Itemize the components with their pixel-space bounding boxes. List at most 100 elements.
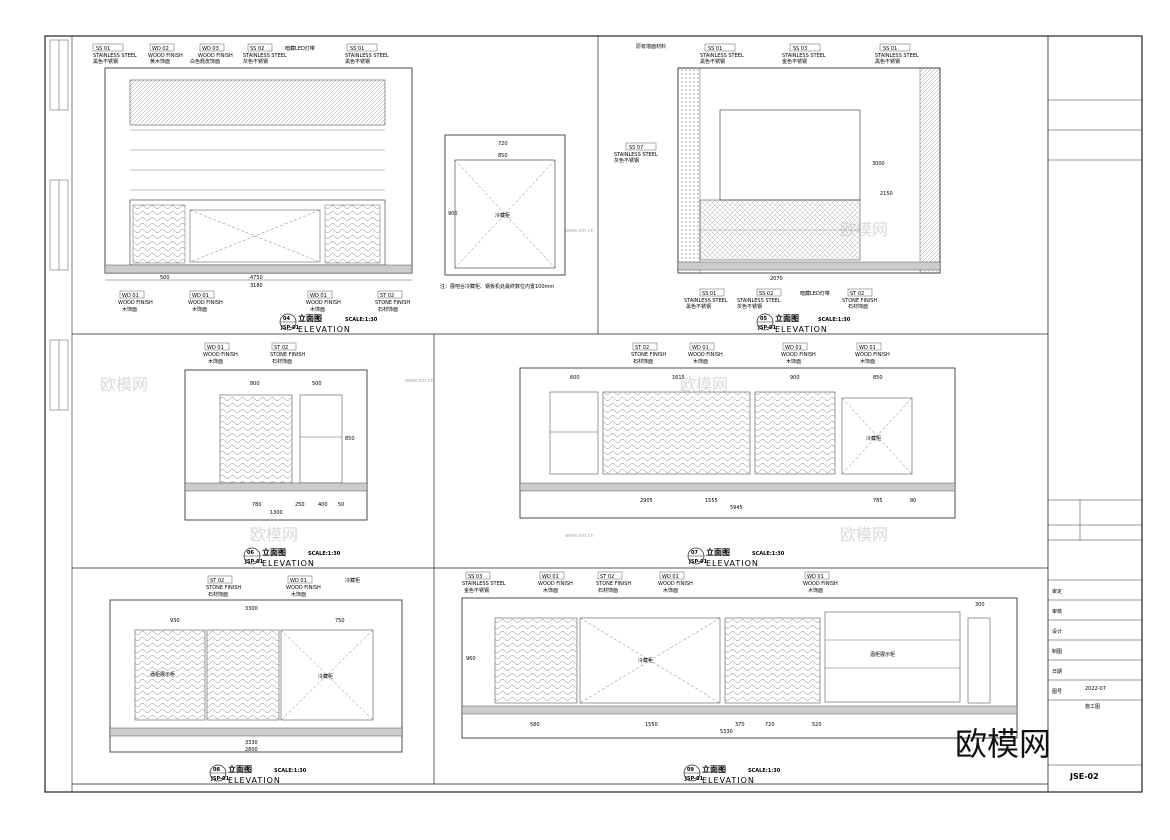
dim-08-3300: 3300 (245, 606, 258, 612)
tb-label1: 审定 (1052, 588, 1062, 595)
tag-05-st02-sub: STONE FINISH (842, 298, 877, 304)
tag-05-led: 暗藏LED灯带 (800, 290, 830, 297)
dim-08-3330: 3330 (245, 740, 258, 746)
tag-09-wd01b: WD 01 (662, 574, 679, 580)
tb-label5: 日期 (1052, 669, 1062, 675)
tags-06: WD 01 WOOD FINISH 木饰面 ST 02 STONE FINISH… (203, 342, 305, 365)
tag-ss02: SS 02 (250, 46, 264, 52)
dim-04-b: 500 (160, 275, 170, 281)
dim-06-850: 850 (345, 436, 355, 442)
title-08: 08 JSP-01 立面图 ELEVATION SCALE:1:30 (209, 764, 307, 785)
label-fridge-09: 冷藏柜 (638, 657, 653, 664)
title-06-id: 06 (247, 550, 254, 556)
tag-05-ss01b: SS 01 (883, 46, 897, 52)
dim-07-5945: 5945 (730, 505, 743, 511)
tag-05-ss03-sub: STAINLESS STEEL (782, 53, 826, 59)
tag-09-wd01b-sub: WOOD FINISH (658, 581, 693, 587)
tag-06-wd01-cn: 木饰面 (208, 358, 223, 365)
tag-05-ss03: SS 03 (793, 46, 807, 52)
tag-ss01b-cn: 黑色不锈钢 (345, 58, 370, 65)
tag-05-ss01c: SS 01 (702, 291, 716, 297)
title-08-id: 08 (213, 767, 220, 773)
dim-06-800: 800 (250, 381, 260, 387)
elevation-07: 冷藏柜 600 1615 900 850 5945 2905 1555 785 … (519, 367, 956, 519)
tag-09-wd01a-cn: 木饰面 (543, 587, 558, 594)
dim-04b-720: 720 (498, 141, 508, 147)
tags-09: SS 03 STAINLESS STEEL 金色不锈钢 WD 01 WOOD F… (462, 571, 838, 594)
dim-09-960: 960 (466, 656, 476, 662)
label-display-08: 酒柜展示柜 (150, 671, 175, 678)
tag-09-ss03-sub: STAINLESS STEEL (462, 581, 506, 587)
title-09: 09 JSP-01 立面图 ELEVATION SCALE:1:30 (683, 764, 781, 785)
tag-07-wd01b: WD 01 (785, 345, 802, 351)
tag-06-wd01: WD 01 (207, 345, 224, 351)
tag-06-st02-sub: STONE FINISH (270, 352, 305, 358)
tag-07-wd01b-sub: WOOD FINISH (781, 352, 816, 358)
tag-07-wd01a: WD 01 (692, 345, 709, 351)
label-fridge-08: 冷藏柜 (318, 673, 333, 680)
tag-ss02-sub: STAINLESS STEEL (243, 53, 287, 59)
dim-06-780: 780 (252, 502, 262, 508)
dim-07-785: 785 (873, 498, 883, 504)
wm-logo: 欧模网 (955, 725, 1051, 763)
watermarks: 欧模网 欧模网 欧模网 欧模网 欧模网 www.om.cn www.om.cn … (100, 220, 1051, 763)
dim-09-720: 720 (765, 722, 775, 728)
tag-05-ss07-sub: STAINLESS STEEL (614, 152, 658, 158)
title-08-ref: JSP-01 (210, 776, 230, 782)
dim-06-1300: 1300 (270, 510, 283, 516)
left-revision-strip (49, 39, 69, 411)
wm2: 欧模网 (840, 525, 888, 544)
title-05-ref: JSP-01 (757, 325, 777, 331)
wm-url2: www.om.cn (405, 378, 434, 384)
tag-wd02: WD 02 (152, 46, 169, 52)
tag-05-ss07-cn: 灰色不锈钢 (614, 157, 639, 164)
dim-04b-850: 850 (498, 153, 508, 159)
tag-05-st02: ST 02 (850, 291, 864, 297)
panel-grid (72, 36, 1048, 785)
tag-09-ss03: SS 03 (468, 574, 482, 580)
title-09-id: 09 (687, 767, 694, 773)
tb-label2: 审核 (1052, 608, 1062, 615)
dim-07-900: 900 (790, 375, 800, 381)
tag-07-wd01a-sub: WOOD FINISH (688, 352, 723, 358)
title-06: 06 JSP-01 立面图 ELEVATION SCALE:1:30 (243, 547, 341, 568)
tag-08-fridge: 冷藏柜 (345, 577, 360, 584)
wm-url3: www.om.cn (565, 533, 594, 539)
title-04-id: 04 (283, 316, 290, 322)
tag-07-st02-cn: 石材饰面 (633, 358, 653, 365)
dim-06-250: 250 (295, 502, 305, 508)
title-block-text: 审定 审核 设计 制图 日期 2022-07 图号 施工图 JSE-02 (1052, 588, 1106, 781)
title-07-scale: SCALE:1:30 (752, 551, 785, 557)
title-07-cn: 立面图 (706, 547, 730, 557)
tag-08-st02-sub: STONE FINISH (206, 585, 241, 591)
wm5: 欧模网 (840, 220, 888, 239)
tag-04-wd01a-cn: 木饰面 (122, 306, 137, 313)
tag-08-st02-cn: 石材饰面 (208, 591, 228, 598)
tb-label3: 设计 (1052, 628, 1062, 635)
tag-05-ss01c-cn: 黑色不锈钢 (686, 303, 711, 310)
title-05-cn: 立面图 (775, 313, 799, 323)
dim-04-a: 3180 (250, 283, 263, 289)
dim-05-a: 2070 (770, 276, 783, 282)
tag-07-wd01c-sub: WOOD FINISH (855, 352, 890, 358)
tb-label7: 施工图 (1085, 703, 1100, 710)
tags-08: ST 02 STONE FINISH 石材饰面 WD 01 WOOD FINIS… (206, 575, 360, 598)
tag-05-ss02-cn: 灰色不锈钢 (737, 303, 762, 310)
tag-05-ss02-sub: STAINLESS STEEL (737, 298, 781, 304)
title-07-ref: JSP-01 (688, 559, 708, 565)
dim-06-400: 400 (318, 502, 328, 508)
detail-fridge-04: 冷藏柜 720 850 900 注：展吧台冷藏柜、钢板机处最终数位内置100mm (440, 134, 566, 290)
tag-07-st02-sub: STONE FINISH (631, 352, 666, 358)
wm4: 欧模网 (100, 375, 148, 394)
elevation-08: 酒柜展示柜 冷藏柜 3300 930 750 3330 2800 (109, 599, 403, 753)
sheet-number: JSE-02 (1069, 772, 1099, 781)
tag-09-wd01c-sub: WOOD FINISH (803, 581, 838, 587)
tag-07-wd01b-cn: 木饰面 (786, 358, 801, 365)
dim-06-500: 500 (312, 381, 322, 387)
dim-09-300: 300 (975, 602, 985, 608)
title-08-en: ELEVATION (228, 776, 281, 785)
title-06-scale: SCALE:1:30 (308, 551, 341, 557)
tag-09-wd01a: WD 01 (542, 574, 559, 580)
title-08-scale: SCALE:1:30 (274, 768, 307, 774)
